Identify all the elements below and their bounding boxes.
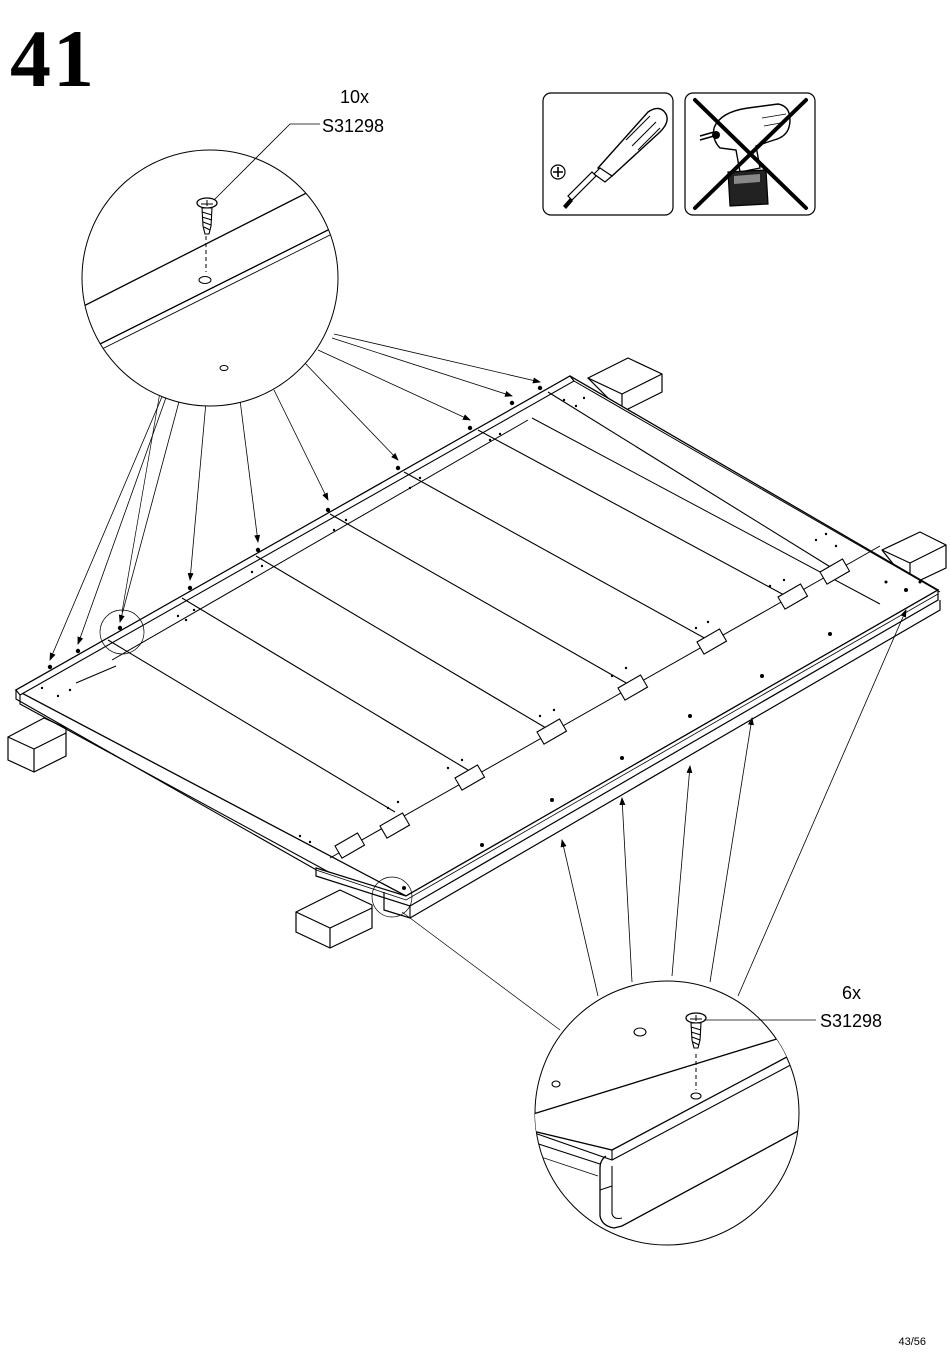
screwdriver-icon bbox=[543, 93, 673, 215]
detail-circle-top bbox=[60, 124, 340, 406]
slat-panel bbox=[16, 376, 940, 918]
phillips-icon bbox=[551, 165, 565, 179]
power-drill-icon bbox=[685, 93, 815, 215]
detail-circle-bottom bbox=[520, 981, 816, 1245]
